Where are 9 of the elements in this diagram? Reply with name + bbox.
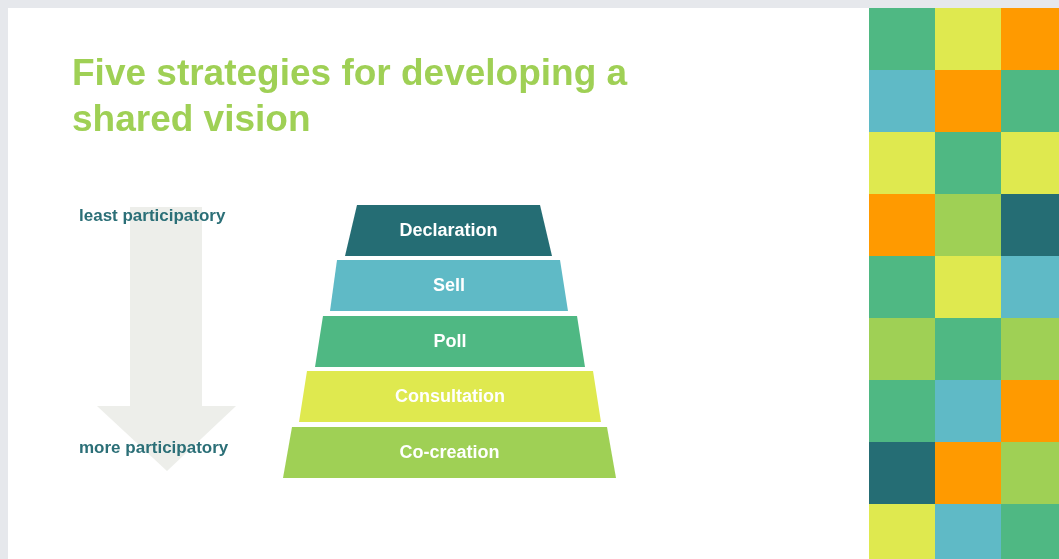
tier-label: Consultation bbox=[395, 386, 505, 407]
title: Five strategies for developing a shared vision bbox=[72, 51, 629, 141]
tier-label: Co-creation bbox=[399, 442, 500, 463]
axis-label: least participatory bbox=[79, 206, 226, 226]
axis-label: more participatory bbox=[79, 438, 229, 458]
tier-label: Sell bbox=[433, 275, 465, 296]
pyramid-tier bbox=[330, 260, 568, 311]
tier-label: Declaration bbox=[399, 220, 498, 241]
tier-label: Poll bbox=[433, 331, 467, 352]
